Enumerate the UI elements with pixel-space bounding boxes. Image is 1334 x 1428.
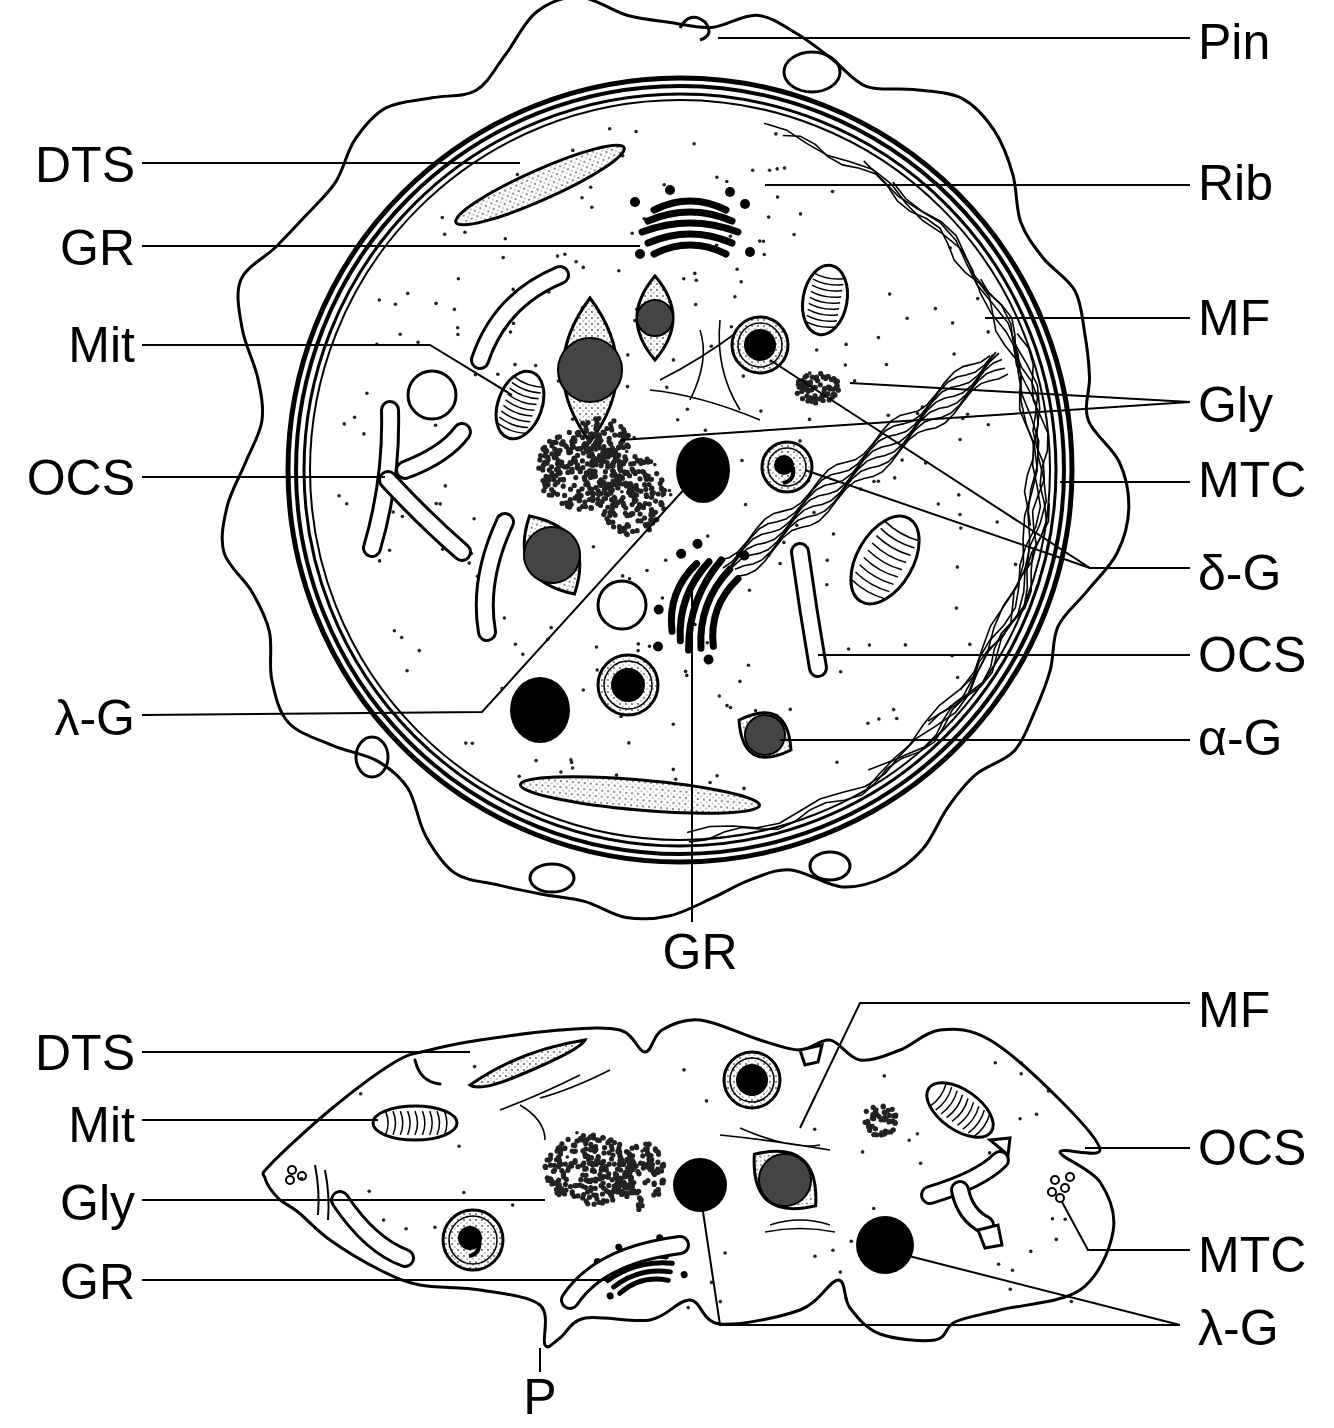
part-label: P [523,1368,556,1426]
part-label: MTC [1198,1226,1306,1284]
part-label: DTS [35,1024,135,1082]
part-label: α-G [1198,709,1282,767]
part-label: λ-G [1198,1299,1279,1357]
part-label: Mit [68,1096,135,1154]
part-label: MTC [1198,451,1306,509]
part-label: DTS [35,136,135,194]
part-label: GR [60,1253,135,1311]
part-label: GR [663,923,738,981]
part-label: λ-G [54,689,135,747]
part-label: Gly [60,1174,135,1232]
part-label: Gly [1198,376,1273,434]
part-label: OCS [27,449,135,507]
part-label: Pin [1198,13,1270,71]
part-label: Rib [1198,154,1273,212]
part-label: GR [60,219,135,277]
part-label: Mit [68,316,135,374]
part-label: MF [1198,289,1270,347]
part-label: δ-G [1198,544,1281,602]
part-label: OCS [1198,626,1306,684]
part-label: MF [1198,981,1270,1039]
part-label: OCS [1198,1119,1306,1177]
